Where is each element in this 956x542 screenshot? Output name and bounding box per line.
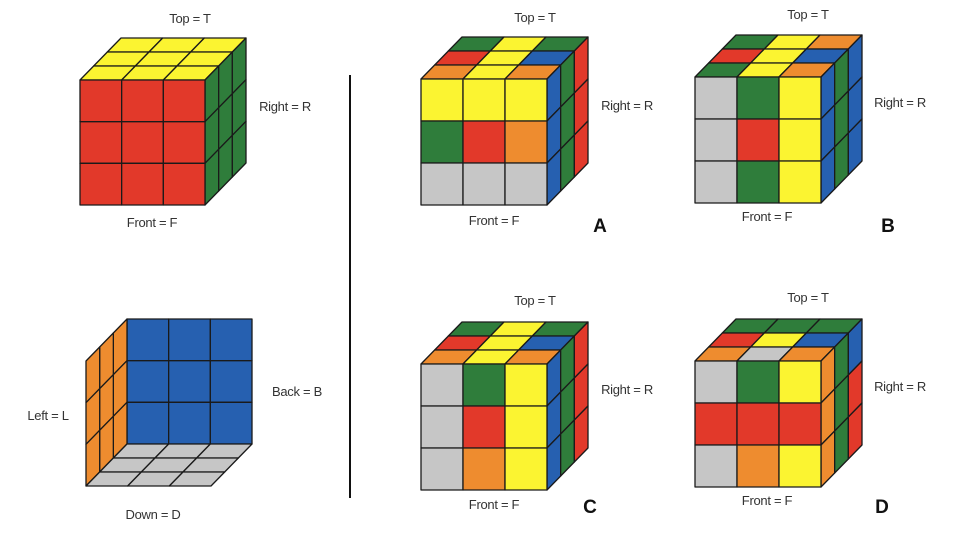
option-c-cube-front-sticker [420, 447, 464, 491]
option-a-cube-front-sticker [504, 120, 548, 164]
option-d-label-front: Front = F [741, 493, 793, 508]
option-d-cube-front-sticker [694, 360, 738, 404]
option-c-cube-front-sticker [504, 447, 548, 491]
option-d-cube-right-sticker [847, 402, 863, 460]
option-b-cube-right-sticker [847, 118, 863, 176]
reference-back-cube-back-sticker [126, 318, 170, 362]
option-b-cube-front-sticker [694, 118, 738, 162]
reference-back-cube-back-sticker [126, 401, 170, 445]
option-b-label-front: Front = F [741, 209, 793, 224]
option-a-cube-front-sticker [462, 120, 506, 164]
option-c-label-front: Front = F [468, 497, 520, 512]
option-a-cube-front-sticker [462, 78, 506, 122]
option-b-cube-front-sticker [778, 118, 822, 162]
reference-cube-front-sticker [79, 79, 123, 123]
reference-back-cube-back-sticker [168, 360, 211, 403]
option-a-label-top: Top = T [514, 10, 556, 25]
option-d-cube-front-sticker [736, 444, 780, 488]
option-b-cube-front-sticker [736, 160, 780, 204]
reference-cube-front-sticker [79, 162, 123, 206]
option-b-cube-front-sticker [694, 160, 738, 204]
option-d-label-right: Right = R [874, 379, 926, 394]
reference-cube-front-sticker [162, 162, 206, 206]
option-b-letter: B [881, 216, 895, 237]
option-b-cube-front-sticker [778, 160, 822, 204]
reference-back-cube-back-sticker [209, 318, 253, 362]
option-c-cube-front-sticker [462, 447, 506, 491]
option-c-cube-front-sticker [420, 363, 464, 407]
option-a-cube-right-sticker [573, 120, 589, 178]
option-a-cube-front-sticker [504, 162, 548, 206]
reference-cube-front-sticker [121, 79, 164, 123]
option-a-label-right: Right = R [601, 98, 653, 113]
reference-cube-front-sticker [121, 121, 164, 164]
label-down: Down = D [125, 507, 181, 522]
label-right: Right = R [259, 99, 311, 114]
label-left: Left = L [27, 408, 69, 423]
option-d-cube-front-sticker [694, 444, 738, 488]
reference-cube-right-sticker [231, 120, 247, 178]
label-back: Back = B [272, 384, 322, 399]
option-d-letter: D [875, 497, 889, 518]
label-top: Top = T [169, 11, 211, 26]
label-front: Front = F [126, 215, 178, 230]
option-c-letter: C [583, 497, 597, 518]
option-d-label-top: Top = T [787, 290, 829, 305]
option-b-cube-front-sticker [736, 118, 780, 162]
reference-cube-front-sticker [162, 79, 206, 123]
option-a-cube-front-sticker [504, 78, 548, 122]
option-a-cube-front-sticker [420, 78, 464, 122]
option-c-label-top: Top = T [514, 293, 556, 308]
option-a-letter: A [593, 216, 607, 237]
option-b-cube-front-sticker [694, 76, 738, 120]
option-c-cube-front-sticker [504, 405, 548, 449]
option-c-cube-front-sticker [504, 363, 548, 407]
reference-back-cube-down-sticker [168, 471, 226, 487]
option-d-cube-front-sticker [778, 360, 822, 404]
option-a-cube-front-sticker [462, 162, 506, 206]
reference-back-cube-back-sticker [209, 360, 253, 403]
option-a-cube-front-sticker [420, 162, 464, 206]
reference-cube-front-sticker [121, 162, 164, 206]
reference-back-cube-back-sticker [209, 401, 253, 445]
reference-cube-front-sticker [79, 121, 123, 164]
option-a-label-front: Front = F [468, 213, 520, 228]
reference-back-cube-back-sticker [126, 360, 170, 403]
option-b-cube-front-sticker [736, 76, 780, 120]
option-c-cube-front-sticker [462, 363, 506, 407]
option-d-cube-front-sticker [736, 360, 780, 404]
option-b-cube-front-sticker [778, 76, 822, 120]
divider-line [349, 75, 351, 498]
option-b-label-top: Top = T [787, 7, 829, 22]
option-b-label-right: Right = R [874, 95, 926, 110]
option-c-cube-right-sticker [573, 405, 589, 463]
option-c-cube-front-sticker [420, 405, 464, 449]
option-d-cube-front-sticker [694, 402, 738, 446]
reference-back-cube-back-sticker [168, 401, 211, 445]
reference-cube-front-sticker [162, 121, 206, 164]
option-d-cube-front-sticker [778, 402, 822, 446]
option-c-label-right: Right = R [601, 382, 653, 397]
option-d-cube-front-sticker [736, 402, 780, 446]
option-a-cube-front-sticker [420, 120, 464, 164]
option-d-cube-front-sticker [778, 444, 822, 488]
reference-back-cube-back-sticker [168, 318, 211, 362]
option-c-cube-front-sticker [462, 405, 506, 449]
